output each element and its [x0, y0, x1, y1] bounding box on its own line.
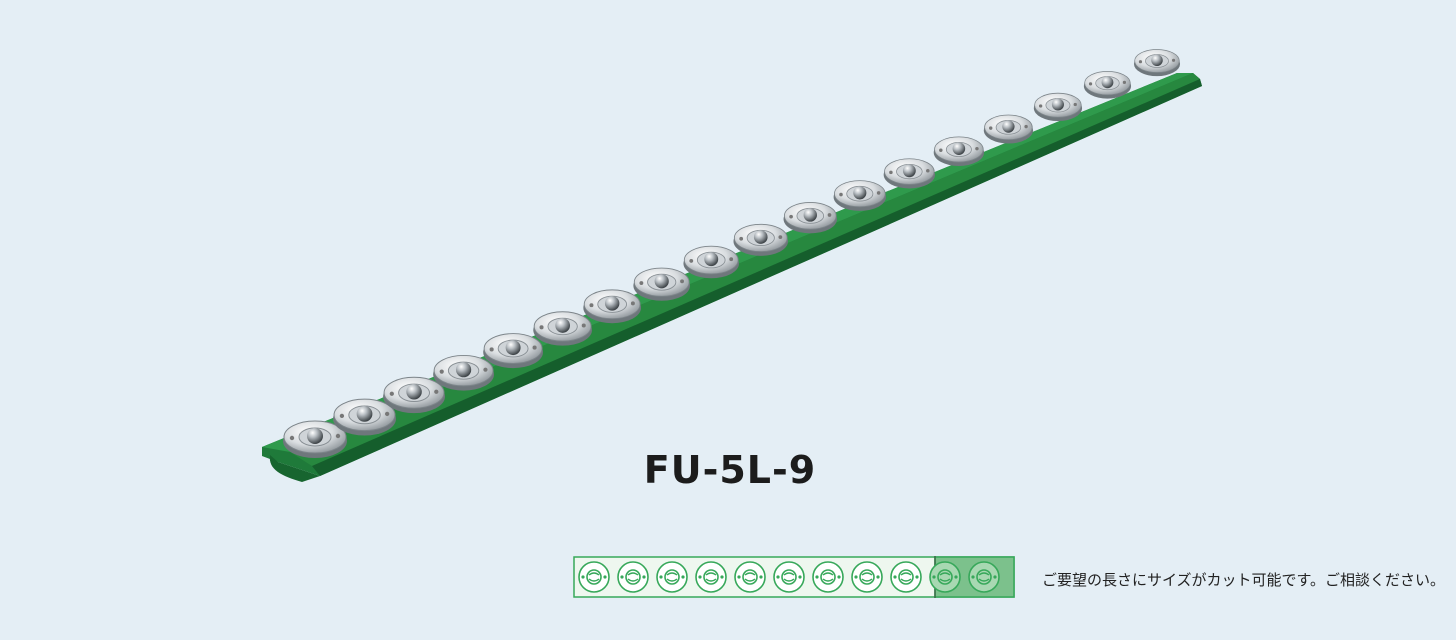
cut-length-diagram [573, 556, 1015, 598]
ball-transfer-unit-icon [983, 114, 1034, 144]
ball-units-group [283, 49, 1181, 458]
diagram-unit-icon [773, 561, 805, 593]
ball-transfer-unit-icon [883, 158, 936, 189]
green-rail [262, 73, 1202, 482]
diagram-unit-icon [929, 561, 961, 593]
ball-transfer-unit-icon [383, 376, 446, 414]
model-number: FU-5L-9 [643, 448, 817, 492]
diagram-unit-icon [734, 561, 766, 593]
ball-transfer-unit-icon [683, 245, 740, 279]
customization-note: ご要望の長さにサイズがカット可能です。ご相談ください。 [1042, 571, 1446, 589]
diagram-unit-icon [578, 561, 610, 593]
diagram-unit-icon [968, 561, 1000, 593]
diagram-unit-icon [812, 561, 844, 593]
diagram-unit-icon [890, 561, 922, 593]
ball-transfer-unit-icon [933, 136, 985, 166]
ball-transfer-unit-icon [533, 311, 593, 346]
ball-transfer-unit-icon [833, 180, 887, 211]
ball-transfer-unit-icon [433, 354, 495, 391]
ball-transfer-unit-icon [483, 333, 544, 369]
ball-transfer-unit-icon [733, 223, 789, 256]
ball-transfer-unit-icon [633, 267, 691, 301]
ball-transfer-unit-icon [1033, 92, 1083, 122]
ball-transfer-unit-icon [333, 398, 397, 436]
diagram-unit-icon [695, 561, 727, 593]
diagram-unit-icon [656, 561, 688, 593]
diagram-unit-icon [617, 561, 649, 593]
diagram-unit-icon [851, 561, 883, 593]
ball-transfer-unit-icon [583, 289, 642, 324]
ball-transfer-unit-icon [283, 420, 347, 458]
ball-transfer-unit-icon [1083, 70, 1132, 99]
ball-transfer-unit-icon [1133, 49, 1181, 77]
ball-transfer-unit-icon [783, 202, 838, 234]
